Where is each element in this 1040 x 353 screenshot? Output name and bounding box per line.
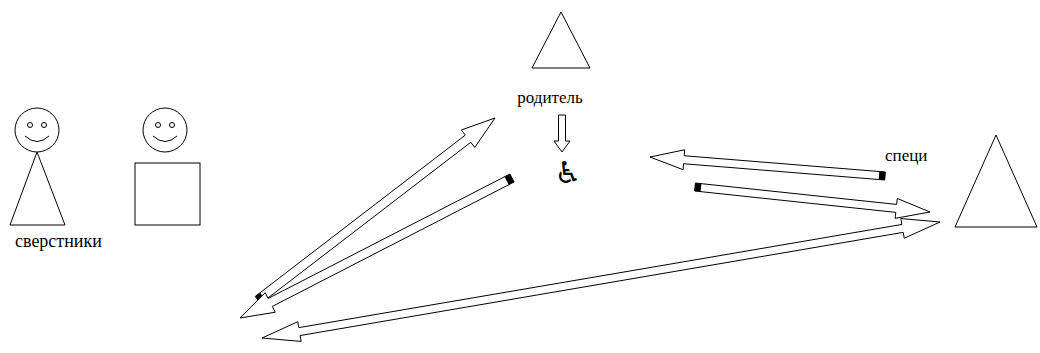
arrow-tail-cap [505, 174, 514, 185]
smiley-head [143, 108, 187, 152]
node-label: специ [885, 146, 927, 166]
triangle-figure [532, 12, 590, 68]
square-body [135, 163, 200, 225]
specialist-figure: специ [865, 130, 1038, 230]
peers-figures: сверстники [5, 105, 210, 260]
child-symbol: ♿ [548, 156, 588, 194]
arrow-tail-cap [879, 172, 886, 180]
parent-figure: родитель [495, 8, 605, 113]
connector-group [262, 219, 940, 342]
connector-group [695, 183, 930, 218]
connector-group [554, 115, 570, 152]
block-arrow [554, 115, 570, 152]
block-arrow [262, 219, 940, 342]
triangle-figure [955, 135, 1037, 227]
node-label: сверстники [15, 231, 102, 252]
node-label: родитель [517, 88, 582, 108]
wheelchair-symbol: ♿ [555, 156, 582, 191]
block-arrow [240, 174, 514, 318]
block-arrow [695, 183, 930, 218]
shape-outline [865, 130, 1038, 230]
connector-group [240, 174, 514, 318]
connector-group [650, 150, 885, 180]
arrow-tail-cap [695, 183, 702, 192]
block-arrow [650, 150, 885, 180]
smiley-head [15, 108, 59, 152]
triangle-body [10, 152, 65, 225]
